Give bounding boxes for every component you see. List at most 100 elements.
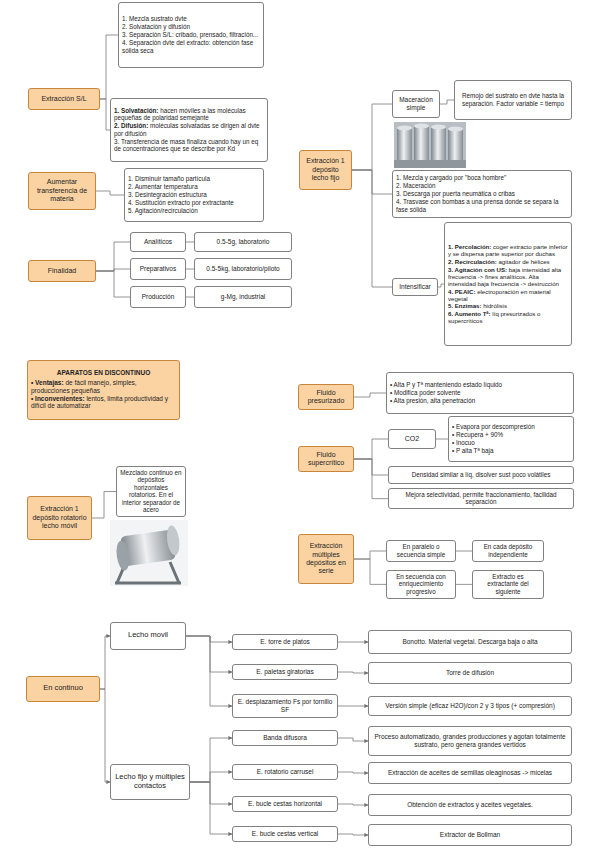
info-box: Proceso automatizado, grandes produccion… [368, 726, 572, 756]
text-emphasis: 4. PEAIC: [448, 288, 475, 295]
text-emphasis: 3. Agitación con US: [448, 266, 507, 273]
node-text: Extracción 1 depósito rotatorio lecho mó… [31, 505, 88, 530]
node-text: Obtención de extractos y aceites vegetal… [372, 801, 568, 809]
node-text: 0.5-5kg, laboratorio/piloto [198, 265, 288, 273]
node-text: 1. Mezcla sustrato dvte [122, 15, 260, 22]
info-box: Versión simple (eficaz H2O)/con 2 y 3 ti… [368, 696, 572, 716]
connector [96, 242, 130, 271]
connector [354, 393, 386, 397]
node-text: Maceración simple [396, 96, 436, 111]
info-box: 1. Disminuir tamaño partícula2. Aumentar… [124, 168, 264, 222]
node-text: 5. Agitación/recirculación [128, 207, 260, 214]
node-text: En continuo [30, 684, 96, 693]
node-text: 3. Separación S/L: cribado, prensado, fi… [122, 31, 260, 38]
node-text: 0.5-5g, laboratorio [198, 238, 288, 246]
node-text: • Inconvenientes: lentos, limita product… [31, 395, 176, 410]
topic-box: En continuo [26, 676, 100, 702]
node-text: Lecho fijo y múltiples contactos [114, 773, 186, 791]
info-box: 1. Mezcla sustrato dvte2. Solvatación y … [118, 2, 264, 68]
connector [96, 271, 130, 297]
connector [190, 738, 232, 782]
info-box: Extracción de aceites de semillas oleagi… [368, 762, 572, 784]
connector [456, 584, 472, 585]
node-text: 2. Maceración [396, 182, 568, 189]
connector [190, 772, 232, 782]
node-text: 3. Descarga por puerta neumática o criba… [396, 190, 568, 197]
node-text: 3. Agitación con US: baja intensidad alt… [448, 266, 568, 288]
text-emphasis: 1. Solvatación: [114, 107, 158, 114]
node-text: Extracción 1 depósito lecho fijo [303, 157, 348, 182]
node-text: 1. Disminuir tamaño partícula [128, 175, 260, 182]
node-text: 1. Percolación: coger extracto parte inf… [448, 243, 568, 257]
text-emphasis: • Ventajas: [31, 379, 64, 386]
node-text: Extracto es extractante del siguiente [476, 573, 540, 595]
connector [440, 100, 454, 104]
connector [92, 492, 116, 518]
info-box: • Alta P y Tª manteniendo estado líquido… [386, 372, 574, 414]
node-text: Finalidad [32, 267, 92, 275]
info-box: • Evapora por descompresión• Recupera + … [448, 416, 574, 462]
node-text: 6. Aumento Tª: líq presurizados o superc… [448, 310, 568, 324]
connector [436, 439, 448, 440]
connector [354, 559, 386, 584]
topic-box: APARATOS EN DISCONTINUO• Ventajas: de fá… [27, 360, 180, 420]
topic-box: Fluido presurizado [298, 384, 354, 410]
connector [352, 104, 392, 170]
connector [190, 782, 232, 834]
info-box: Torre de difusión [368, 662, 572, 684]
info-box: En paralelo o secuencia simple [386, 540, 456, 562]
info-box: En secuencia con enriquecimiento progres… [386, 570, 456, 599]
info-box: Intensificar [392, 278, 438, 296]
node-text: Analíticos [134, 238, 182, 246]
connector [186, 269, 194, 270]
topic-box: Extracción 1 depósito lecho fijo [299, 150, 352, 190]
topic-box: Extracción múltiples depósitos en serie [298, 534, 354, 584]
node-text: Torre de difusión [372, 669, 568, 677]
info-box: 0.5-5kg, laboratorio/piloto [194, 258, 292, 280]
topic-box: Finalidad [28, 260, 96, 282]
node-text: E. desplazamiento Fs por tornillo SF [236, 698, 334, 713]
info-box: Preparativos [130, 258, 186, 280]
node-text: g-Mg, industrial [198, 293, 288, 301]
connector [354, 459, 388, 499]
node-text: 3. Desintegración estructura [128, 191, 260, 198]
connector [100, 636, 110, 689]
connector [338, 772, 368, 773]
info-box: Maceración simple [392, 90, 440, 118]
tank-symbol [448, 127, 463, 132]
node-text: Lecho movil [114, 631, 182, 640]
text-emphasis: 2. Difusión: [114, 122, 148, 129]
info-box: E. bucle cestas vertical [232, 826, 338, 842]
node-text: • P alta Tª baja [452, 447, 570, 454]
info-box: Lecho movil [110, 622, 186, 650]
node-text: 1. Solvatación: hacen móviles a las molé… [114, 107, 264, 122]
node-text: Densidad similar a líq, disolver sust po… [392, 471, 570, 478]
node-text: 2. Solvatación y difusión [122, 23, 260, 30]
info-box: Producción [130, 286, 186, 308]
node-text: Remojo del sustrato en dvte hasta la sep… [458, 92, 568, 107]
connector [338, 834, 368, 835]
photo-background [394, 122, 466, 168]
drum-end [115, 540, 131, 571]
node-text: Banda difusora [236, 734, 334, 742]
connector [100, 35, 118, 99]
connector [338, 642, 368, 643]
node-text: 2. Aumentar temperatura [128, 183, 260, 190]
node-text: En secuencia con enriquecimiento progres… [390, 573, 452, 595]
tank-symbol [397, 126, 412, 131]
connector [352, 170, 392, 287]
info-box: Obtención de extractos y aceites vegetal… [368, 794, 572, 816]
tank-symbol [414, 124, 429, 129]
tank-symbol [431, 125, 446, 130]
node-text: 3. Transferencia de masa finaliza cuando… [114, 138, 264, 153]
connector [456, 551, 472, 552]
info-box: Lecho fijo y múltiples contactos [110, 764, 190, 800]
connector [186, 242, 194, 243]
info-box: 1. Solvatación: hacen móviles a las molé… [110, 98, 268, 162]
text-body: agitador de hélices [497, 258, 550, 265]
node-text: 4. PEAIC: electroporación en material ve… [448, 288, 568, 302]
drum-end [165, 525, 181, 556]
text-emphasis: 6. Aumento Tª: [448, 310, 491, 317]
text-emphasis: 5. Enzimas: [448, 302, 482, 309]
node-text: En paralelo o secuencia simple [390, 543, 452, 558]
